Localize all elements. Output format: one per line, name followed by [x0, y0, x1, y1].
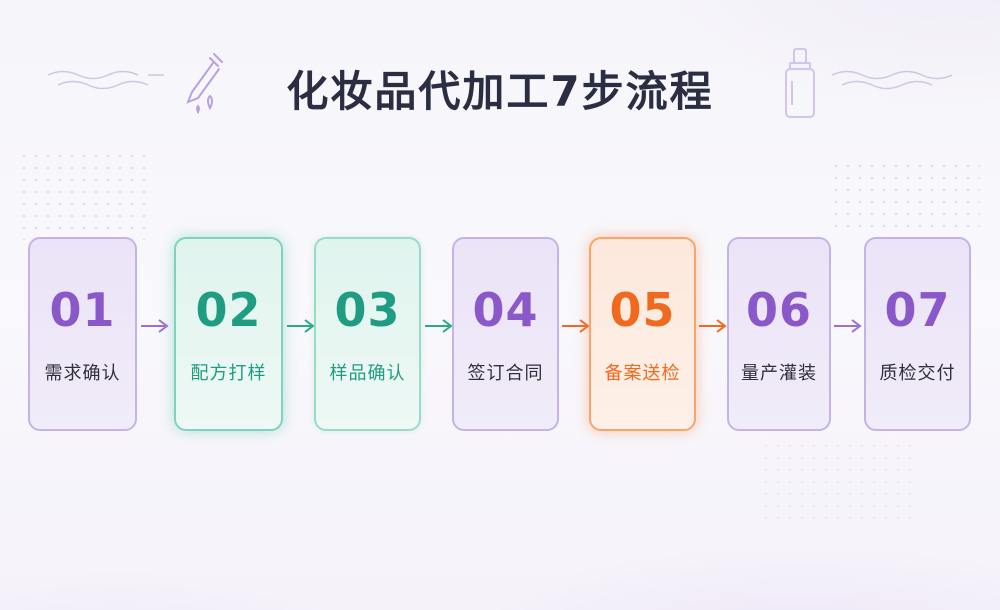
- dot-pattern-bottom-right: [760, 440, 920, 520]
- step-card-02: 02 配方打样: [174, 237, 283, 431]
- wave-icon: [832, 70, 952, 90]
- arrow-icon: [287, 319, 315, 333]
- arrow-icon: [562, 319, 590, 333]
- bottle-icon: [785, 48, 815, 118]
- step-card-03: 03 样品确认: [314, 237, 421, 431]
- step-label: 签订合同: [467, 363, 544, 384]
- dropper-icon: [186, 53, 223, 115]
- dot-pattern-left: [18, 150, 148, 240]
- arrow-icon: [425, 319, 453, 333]
- arrow-icon: [699, 319, 727, 333]
- step-number: 07: [884, 283, 951, 337]
- step-number: 06: [745, 283, 812, 337]
- step-number: 05: [609, 283, 676, 337]
- step-label: 样品确认: [329, 363, 406, 384]
- step-number: 01: [49, 283, 116, 337]
- wave-icon: [48, 70, 164, 90]
- step-label: 需求确认: [44, 363, 121, 384]
- step-label: 配方打样: [190, 363, 267, 384]
- step-card-07: 07 质检交付: [864, 237, 971, 431]
- step-label: 量产灌装: [741, 363, 817, 384]
- step-number: 04: [472, 283, 539, 337]
- arrow-icon: [141, 319, 169, 333]
- header: 化妆品代加工7步流程: [0, 40, 1000, 130]
- page-title: 化妆品代加工7步流程: [286, 67, 714, 116]
- step-number: 02: [195, 283, 262, 337]
- arrow-icon: [834, 319, 862, 333]
- step-card-01: 01 需求确认: [28, 237, 137, 431]
- step-card-05: 05 备案送检: [589, 237, 696, 431]
- step-label: 质检交付: [879, 363, 956, 384]
- step-label: 备案送检: [604, 363, 681, 384]
- step-card-04: 04 签订合同: [452, 237, 559, 431]
- step-card-06: 06 量产灌装: [727, 237, 831, 431]
- step-number: 03: [334, 283, 401, 337]
- dot-pattern-right: [830, 160, 980, 230]
